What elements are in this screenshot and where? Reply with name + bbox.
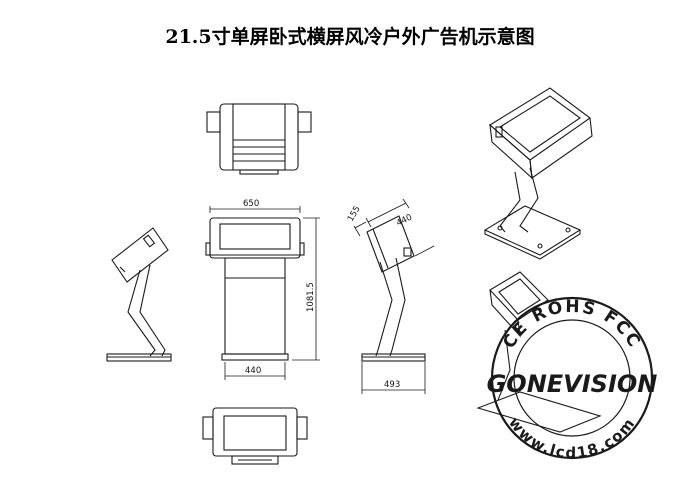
top-view [206,103,312,175]
watermark-brand: GONEVISION [487,370,658,398]
isometric-view-bottom [476,271,602,433]
watermark-seal: CE ROHS FCC www.lcd18.com GONEVISION [487,297,658,462]
dimension-lines [209,198,435,394]
diagram-title: 21.5寸单屏卧式横屏风冷户外广告机示意图 [165,26,535,48]
watermark-certs: CE ROHS FCC [499,297,644,352]
dim-front-width: 650 [243,199,259,209]
dim-side-depth: 440 [395,213,414,229]
right-side-view [361,215,426,362]
dim-base-depth: 493 [384,380,400,390]
left-side-view [106,227,172,362]
watermark-website: www.lcd18.com [505,414,639,462]
dim-base-width: 440 [245,366,261,376]
isometric-view-top [483,87,593,260]
front-view [205,217,305,361]
bottom-view [202,407,308,465]
dim-side-top: 155 [346,204,363,223]
dim-total-height: 1081.5 [306,282,316,312]
